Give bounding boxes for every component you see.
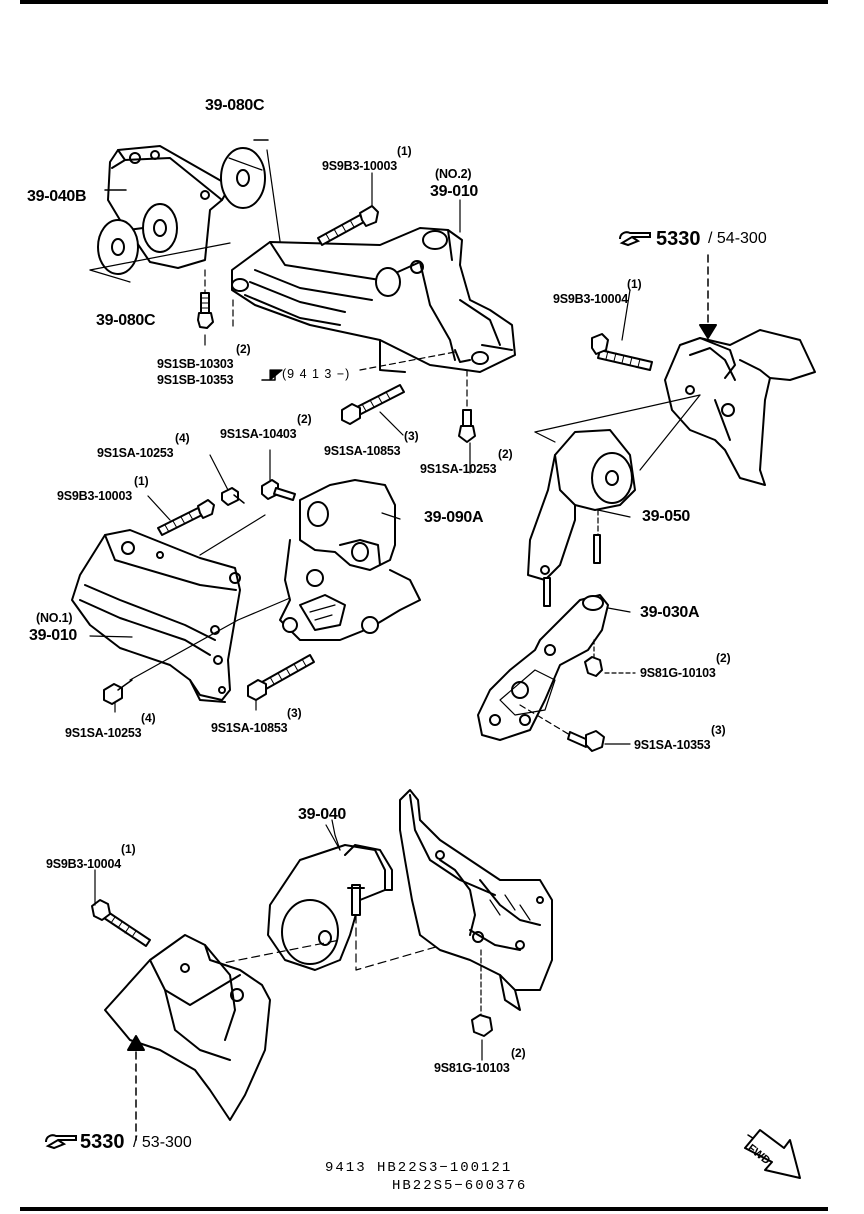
bolt-9s9b3-10004-bottom — [91, 899, 151, 947]
part-number-label: 9S1SB-10353 — [157, 373, 234, 387]
reference-page: / 53-300 — [133, 1134, 192, 1151]
bolt-9s9b3-10004-right — [591, 333, 653, 371]
quantity-label: (1) — [397, 144, 412, 158]
bracket-39-040b — [107, 145, 231, 269]
bolt-9s1sa-10253-top — [458, 409, 476, 443]
quantity-label: (3) — [287, 706, 302, 720]
mount-39-050 — [527, 429, 636, 607]
part-number-label: 9S1SA-10253 — [65, 726, 142, 740]
part-label-39-010: 39-010 — [430, 183, 479, 200]
bracket-5330-53-300 — [104, 934, 271, 1121]
quantity-label: (4) — [141, 711, 156, 725]
engine-block-side — [399, 789, 553, 1011]
part-number-label: 9S9B3-10003 — [322, 159, 397, 173]
quantity-label: (2) — [511, 1046, 526, 1060]
mount-39-040 — [267, 819, 393, 971]
part-label-39-040b: 39-040B — [27, 188, 87, 205]
nut-9s81g-10103-right — [584, 656, 603, 677]
part-number-label: 9S1SA-10353 — [634, 738, 711, 752]
part-number-label: 9S9B3-10003 — [57, 489, 132, 503]
part-number-label: 9S1SA-10253 — [420, 462, 497, 476]
part-number-label: 9S1SB-10303 — [157, 357, 234, 371]
bolt-9s1sa-10403 — [261, 479, 296, 501]
top-rule — [20, 0, 828, 4]
quantity-label: (1) — [121, 842, 136, 856]
part-label-39-080c: 39-080C — [205, 97, 265, 114]
part-label-no1: (NO.1) — [36, 611, 73, 625]
bolt-9s9b3-10003-mid — [157, 499, 215, 536]
bolt-9s1sa-10853-mid — [247, 654, 315, 701]
bolt-9s9b3-10003-top — [317, 205, 379, 246]
part-number-label: 9S1SA-10853 — [211, 721, 288, 735]
quantity-label: (1) — [627, 277, 642, 291]
quantity-label: (1) — [134, 474, 149, 488]
quantity-label: (3) — [711, 723, 726, 737]
part-label-39-040: 39-040 — [298, 806, 347, 823]
part-label-39-010: 39-010 — [29, 627, 78, 644]
serial-note: (9 4 1 3 −) — [282, 367, 351, 381]
bottom-rule — [20, 1207, 828, 1211]
quantity-label: (2) — [716, 651, 731, 665]
bolt-9s1sa-10253-bot — [103, 679, 133, 705]
quantity-label: (2) — [236, 342, 251, 356]
quantity-label: (4) — [175, 431, 190, 445]
footer-code-line1: 9413 HB22S3−100121 — [325, 1160, 513, 1176]
reference-page: / 54-300 — [708, 230, 767, 247]
part-number-label: 9S9B3-10004 — [46, 857, 121, 871]
part-label-39-050: 39-050 — [642, 508, 691, 525]
footer-code-line2: HB22S5−600376 — [392, 1178, 528, 1194]
reference-number: 5330 — [80, 1131, 125, 1153]
part-label-39-030a: 39-030A — [640, 604, 700, 621]
fwd-arrow-icon — [744, 1129, 801, 1179]
bracket-39-010-no1 — [71, 514, 266, 703]
part-number-label: 9S1SA-10853 — [324, 444, 401, 458]
nut-9s81g-10103-bottom — [471, 1014, 493, 1037]
part-number-label: 9S1SA-10253 — [97, 446, 174, 460]
reference-pointer-icon — [619, 231, 651, 247]
bracket-5330-54-300 — [664, 329, 816, 486]
bolt-9s1sb-10303 — [197, 292, 214, 329]
part-label-39-090a: 39-090A — [424, 509, 484, 526]
part-number-label: 9S9B3-10004 — [553, 292, 628, 306]
part-number-label: 9S1SA-10403 — [220, 427, 297, 441]
part-label-39-080c: 39-080C — [96, 312, 156, 329]
bracket-39-010-no2 — [231, 227, 516, 373]
part-number-label: 9S81G-10103 — [640, 666, 716, 680]
part-label-no2: (NO.2) — [435, 167, 472, 181]
mount-39-090a — [279, 479, 421, 641]
quantity-label: (2) — [498, 447, 513, 461]
quantity-label: (2) — [297, 412, 312, 426]
bolt-9s1sa-10853-top — [341, 384, 405, 425]
washer-39-080c-top — [220, 147, 266, 209]
reference-pointer-icon — [45, 1134, 77, 1150]
washer-39-080c-bottom — [97, 219, 139, 275]
part-number-label: 9S81G-10103 — [434, 1061, 510, 1075]
quantity-label: (3) — [404, 429, 419, 443]
reference-number: 5330 — [656, 228, 701, 250]
bolt-9s1sa-10253-mid — [221, 487, 245, 506]
bolt-9s1sa-10353 — [567, 730, 605, 752]
